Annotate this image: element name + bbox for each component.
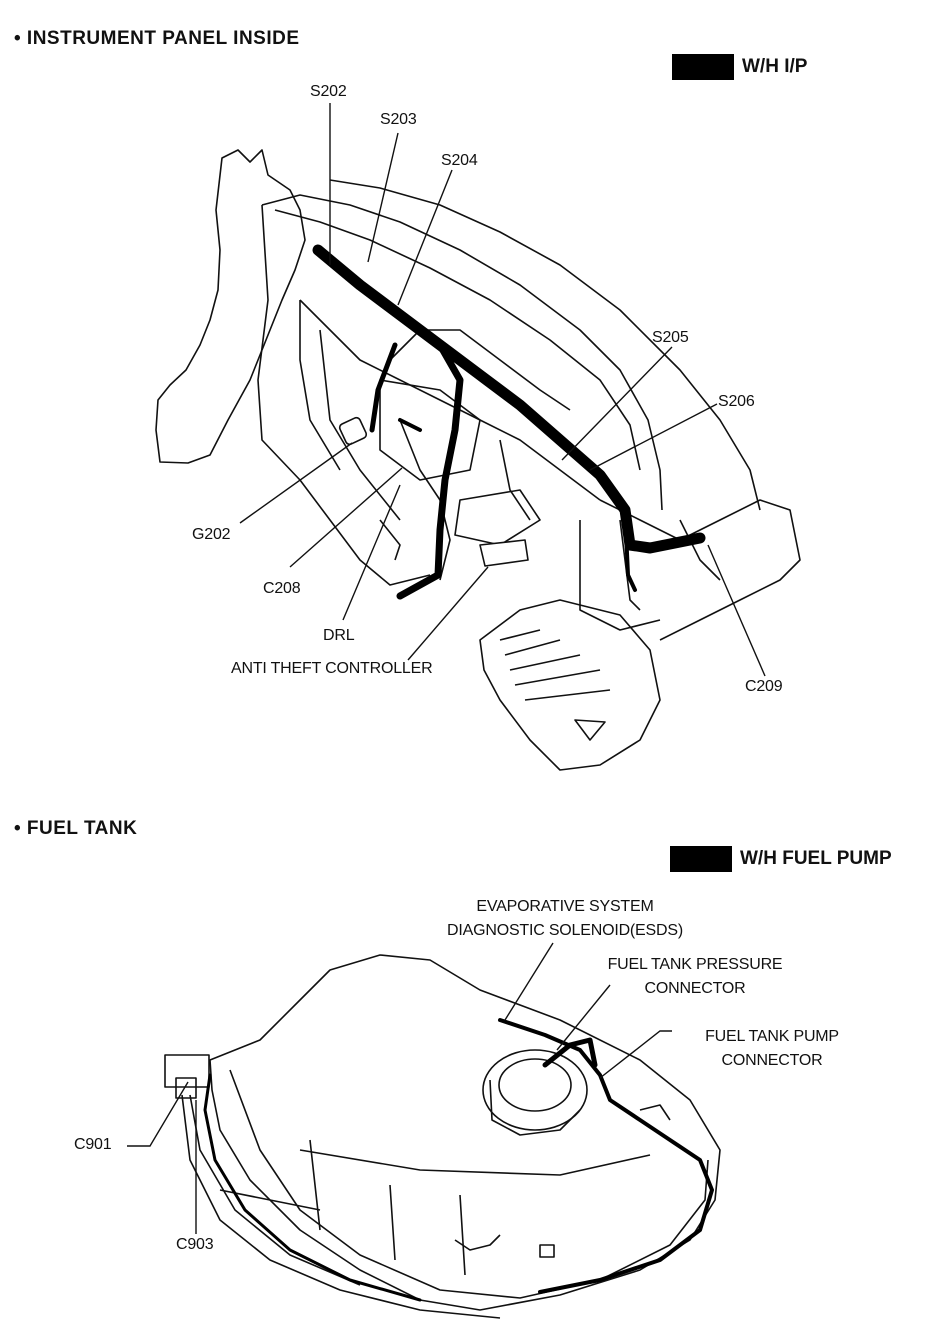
legend-label: W/H FUEL PUMP [740,848,892,869]
label-s206: S206 [718,393,755,410]
fuel-tank-title: • FUEL TANK [14,818,138,839]
fuel-tank-legend: W/H FUEL PUMP [670,846,892,872]
label-esds: EVAPORATIVE SYSTEM DIAGNOSTIC SOLENOID(E… [447,898,683,939]
label-s202: S202 [310,83,347,100]
label-drl: DRL [323,627,355,644]
label-fuel-tank-pump-connector: FUEL TANK PUMP CONNECTOR [705,1028,839,1069]
harness-swatch [670,846,732,872]
legend-label: W/H I/P [742,56,808,77]
label-c208: C208 [263,580,301,597]
instrument-panel-title: • INSTRUMENT PANEL INSIDE [14,28,300,49]
label-c903: C903 [176,1236,214,1253]
harness-swatch [672,54,734,80]
label-anti-theft-controller: ANTI THEFT CONTROLLER [231,660,433,677]
label-c901: C901 [74,1136,112,1153]
label-fuel-tank-pressure-connector: FUEL TANK PRESSURE CONNECTOR [607,956,783,997]
label-s205: S205 [652,329,689,346]
instrument-panel-drawing [155,103,801,771]
instrument-panel-legend: W/H I/P [672,54,807,80]
label-s204: S204 [441,152,478,169]
label-s203: S203 [380,111,417,128]
label-c209: C209 [745,678,783,695]
label-g202: G202 [192,526,231,543]
